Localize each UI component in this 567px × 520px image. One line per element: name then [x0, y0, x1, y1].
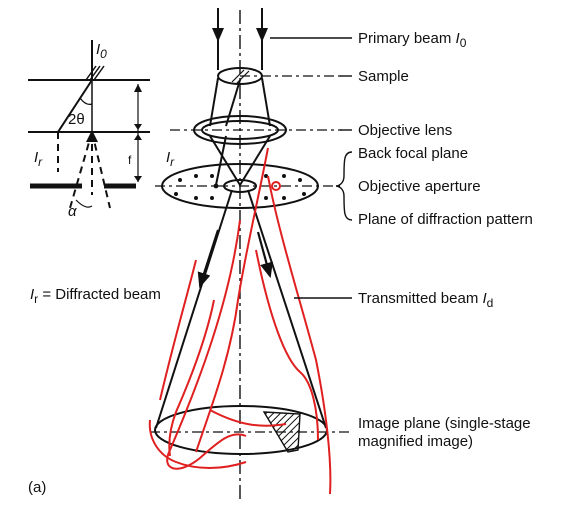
inset-focal-label: f: [128, 153, 132, 167]
red-annotations: [148, 147, 332, 495]
label-primary-beam: Primary beam I0: [358, 30, 467, 50]
image-hatched-region: [262, 411, 301, 453]
inset-angle-label: 2θ: [68, 111, 85, 128]
diffraction-spots: [174, 174, 306, 200]
panel-label: (a): [28, 479, 46, 496]
label-objective-aperture: Objective aperture: [358, 178, 481, 195]
label-diffracted-beam: Ir = Diffracted beam: [30, 286, 161, 306]
main-diagram: [150, 8, 350, 500]
label-transmitted-beam: Transmitted beam Id: [358, 290, 493, 310]
red-circle-mark: [271, 181, 281, 191]
image-plane: [154, 405, 328, 455]
cone-right: [247, 189, 327, 429]
inset-diffracted-label: Ir: [34, 149, 43, 169]
main-diffracted-symbol: Ir: [166, 149, 175, 169]
inset-alpha-label: α: [68, 203, 77, 220]
inset-diffracted-ray: [57, 79, 93, 133]
inset-diagram: I0 2θ Ir α f: [28, 40, 150, 220]
label-sample: Sample: [358, 68, 409, 85]
cone-left: [155, 189, 233, 429]
inset-incident-label: I0: [96, 41, 107, 61]
label-image-plane-line1: Image plane (single-stage: [358, 415, 531, 432]
label-back-focal-plane: Back focal plane: [358, 145, 468, 162]
label-image-plane-line2: magnified image): [358, 433, 473, 450]
label-plane-of-diffraction: Plane of diffraction pattern: [358, 211, 533, 228]
leader-lines: [270, 37, 353, 299]
label-objective-lens: Objective lens: [358, 122, 452, 139]
